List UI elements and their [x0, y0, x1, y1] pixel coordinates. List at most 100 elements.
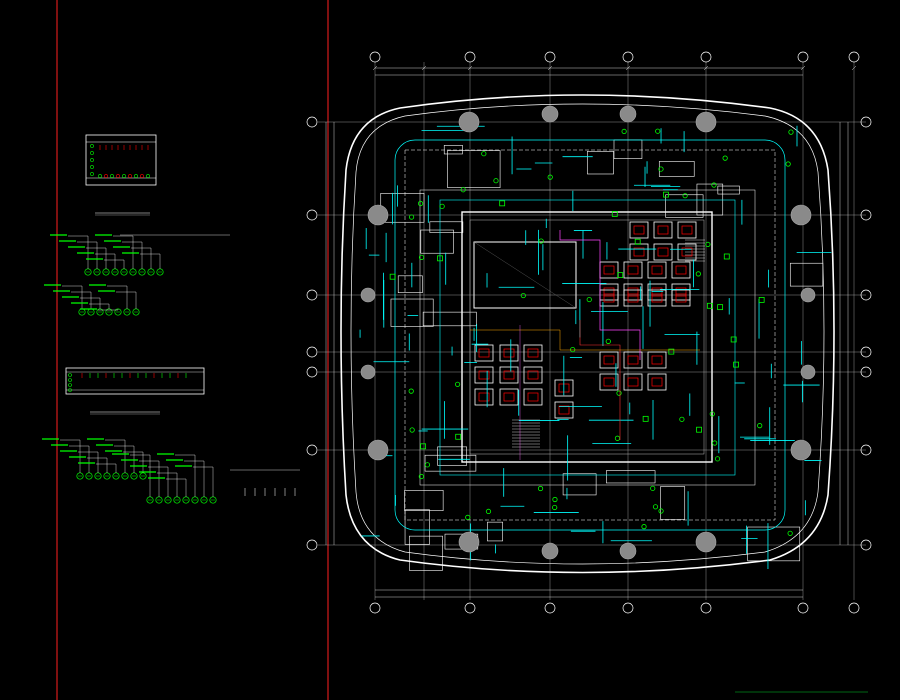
- leader-line: [104, 259, 125, 269]
- elevator-shaft: [623, 261, 643, 279]
- leader-line: [139, 460, 160, 497]
- detail-2-box: [65, 367, 205, 395]
- leader-line: [193, 466, 214, 497]
- grid-bubble-bottom: [848, 602, 860, 614]
- equipment-marker: [439, 203, 445, 209]
- structural-column: [800, 364, 816, 380]
- building-core[interactable]: [461, 211, 713, 463]
- equipment-marker: [537, 485, 544, 492]
- room-outline: [606, 470, 656, 484]
- structural-column: [360, 364, 376, 380]
- leader-line: [140, 253, 161, 269]
- elevator-shaft: [623, 289, 643, 307]
- pipe-loop: [394, 139, 786, 531]
- equipment-marker: [641, 524, 647, 530]
- corridor-ring: [404, 149, 776, 521]
- elevator-shaft: [647, 261, 667, 279]
- elevator-shaft: [623, 283, 643, 301]
- grid-bubble-left: [306, 289, 318, 301]
- elevator-shaft: [647, 351, 667, 369]
- equipment-marker: [714, 456, 721, 462]
- leader-group-2: [42, 438, 300, 504]
- elevator-shaft: [523, 388, 543, 406]
- equipment-marker: [605, 338, 611, 344]
- equipment-box: [723, 253, 730, 260]
- room-outline: [747, 526, 801, 562]
- shaft-car: [675, 293, 687, 303]
- leader-line: [89, 303, 110, 309]
- leader-line: [122, 241, 143, 269]
- curtain-wall-inner: [350, 103, 825, 565]
- shaft-car: [603, 287, 615, 297]
- room-outline: [789, 262, 824, 287]
- room-outline: [422, 311, 477, 327]
- shaft-car: [627, 265, 639, 275]
- elevator-shaft: [623, 351, 643, 369]
- pipe-loop-inner: [439, 199, 736, 476]
- equipment-marker: [424, 462, 431, 468]
- structural-columns: [360, 105, 816, 560]
- equipment-marker: [695, 271, 701, 277]
- equipment-marker: [709, 411, 715, 417]
- equipment-marker: [658, 508, 664, 514]
- equipment-marker: [493, 178, 499, 184]
- shaft-car: [651, 287, 663, 297]
- room-outline: [660, 486, 686, 520]
- equipment-marker: [787, 530, 793, 536]
- shaft-car: [603, 377, 615, 387]
- equipment-box: [389, 273, 396, 280]
- grid-bubble-bottom: [797, 602, 809, 614]
- room-outline: [487, 521, 503, 542]
- dimension-lines: [325, 65, 857, 598]
- room-outline: [447, 150, 501, 188]
- grid-bubble-left: [306, 116, 318, 128]
- equipment-marker: [652, 504, 659, 510]
- dimension-tick: [547, 65, 553, 71]
- equipment-marker: [408, 214, 415, 220]
- leader-line: [71, 291, 92, 309]
- shaft-car: [503, 348, 515, 358]
- equipment-marker: [586, 296, 592, 303]
- structural-column: [541, 105, 559, 123]
- detail-panel: [42, 134, 300, 504]
- equipment-marker: [785, 161, 791, 167]
- floor-plan[interactable]: [306, 51, 872, 614]
- equipment-box: [499, 200, 506, 207]
- structural-column: [619, 105, 637, 123]
- equipment-marker: [650, 485, 656, 491]
- equipment-marker: [705, 241, 711, 248]
- leader-line: [62, 285, 83, 309]
- structural-column: [360, 287, 376, 303]
- elevator-shaft: [523, 366, 543, 384]
- core-void-upper-left: [473, 241, 577, 309]
- shaft-car: [633, 225, 645, 235]
- grid-bubble-top: [797, 51, 809, 63]
- equipment-marker: [552, 496, 558, 503]
- room-outline: [562, 473, 597, 496]
- grid-bubble-left: [306, 444, 318, 456]
- room-outline: [420, 229, 454, 254]
- shaft-car: [675, 265, 687, 275]
- equipment-box: [730, 336, 737, 343]
- elevator-shaft: [677, 243, 697, 261]
- detail-node: [90, 158, 94, 162]
- equipment-marker: [460, 187, 466, 193]
- leader-line: [166, 478, 187, 497]
- shaft-car: [603, 265, 615, 275]
- shaft-car: [527, 392, 539, 402]
- shaft-car: [627, 355, 639, 365]
- grid-bubble-left: [306, 209, 318, 221]
- grid-bubble-top: [544, 51, 556, 63]
- leader-line: [148, 466, 169, 497]
- leader-line: [86, 247, 107, 269]
- shaft-car: [478, 370, 490, 380]
- equipment-marker: [621, 128, 627, 135]
- leader-line: [130, 454, 151, 497]
- room-outline: [404, 490, 444, 511]
- equipment-marker: [552, 504, 558, 511]
- elevator-shaft: [677, 221, 697, 239]
- elevator-shaft: [599, 283, 619, 301]
- equipment-marker: [682, 193, 688, 199]
